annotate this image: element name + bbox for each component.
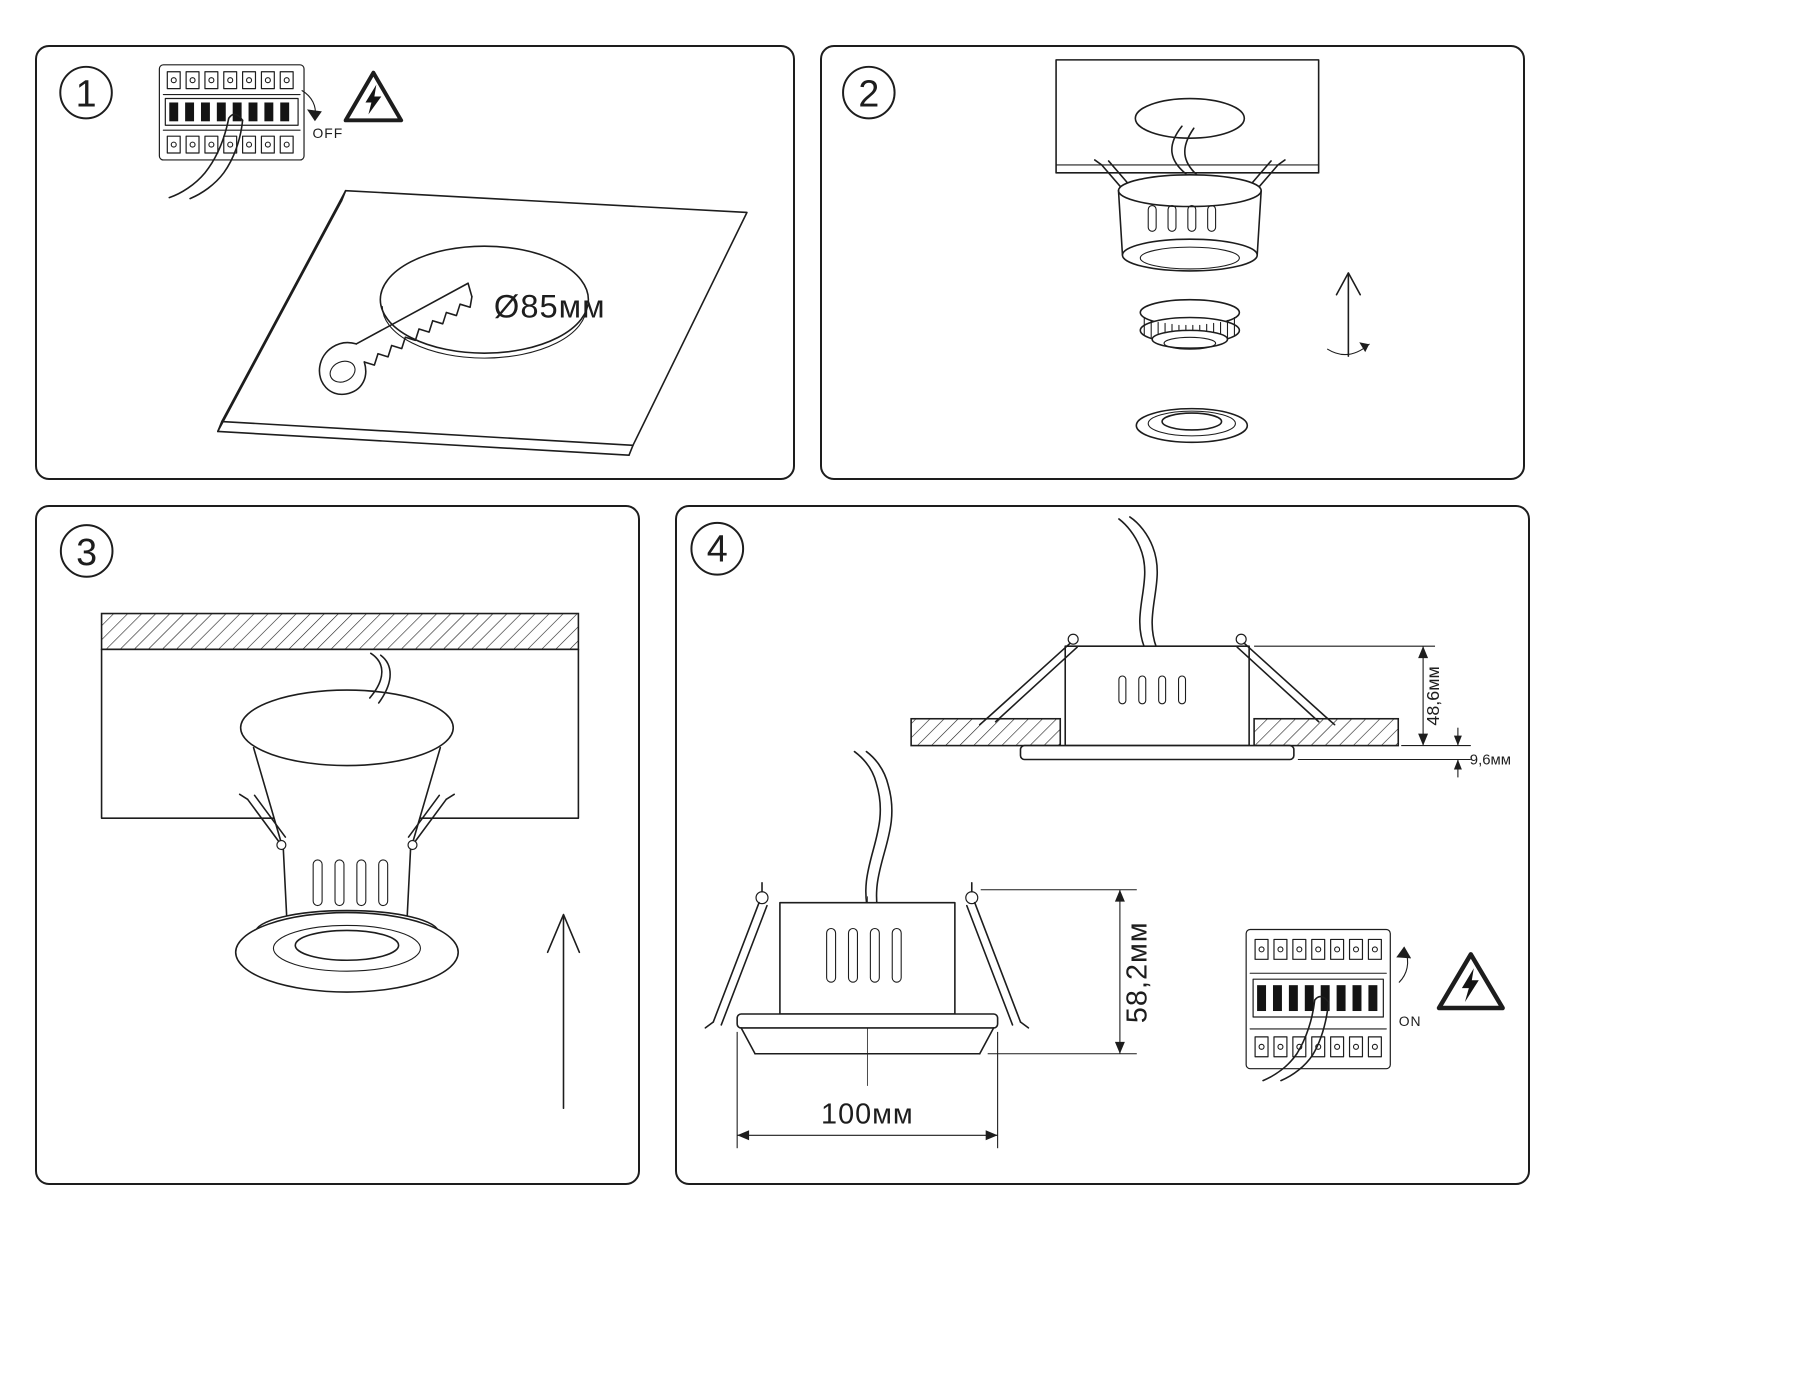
on-label: ON (1399, 1013, 1422, 1029)
step-number-badge: 2 (842, 65, 896, 120)
step-1-illustration: 1 (59, 64, 748, 457)
electrical-hazard-icon (343, 70, 404, 123)
switch-off-arrow-icon (301, 90, 322, 122)
step-4-illustration: 4 (690, 516, 1511, 1149)
supply-wire (1118, 516, 1158, 649)
fixture-flange (736, 1013, 999, 1029)
supply-wire (368, 652, 391, 704)
dimension-fixture-height: 58,2мм (980, 889, 1154, 1055)
cutout-hole (379, 245, 590, 359)
trim-skirt (740, 1027, 995, 1055)
step-number-badge: 1 (59, 65, 113, 120)
step-2-illustration: 2 (842, 59, 1370, 444)
breaker-toggles (164, 97, 299, 126)
spring-clip-right (1251, 159, 1286, 188)
ceiling-cross-section (100, 612, 580, 819)
breaker-toggles (1252, 978, 1384, 1018)
supply-wire (1171, 125, 1198, 176)
installed-side-view: 48,6мм 9,6мм (910, 516, 1511, 778)
supply-wire (853, 750, 893, 920)
vent-slots (312, 859, 389, 907)
spring-clip-left (1093, 159, 1129, 188)
step-3-illustration: 3 (59, 524, 581, 1110)
breaker-bottom-terminals (166, 135, 294, 154)
downlight-housing (1093, 159, 1286, 272)
electrical-hazard-icon (1436, 952, 1505, 1011)
breaker-top-terminals (1254, 938, 1382, 960)
step-number: 2 (858, 73, 879, 115)
fixture-body (779, 901, 956, 1015)
step-number-badge: 3 (59, 524, 114, 578)
pointing-hand-icon (168, 113, 244, 200)
off-label: OFF (312, 125, 343, 141)
panel-step-4: 4 (675, 505, 1530, 1185)
fixture-top (239, 689, 455, 767)
dimension-fixture-width: 100мм (736, 1031, 999, 1149)
gx53-lamp-icon (1139, 298, 1241, 350)
push-up-twist-arrow-icon (1327, 272, 1370, 357)
spring-clip-left (238, 793, 287, 851)
trim-ring (234, 911, 459, 993)
fixture-height-label: 58,2мм (1122, 921, 1154, 1023)
circuit-breaker-icon (158, 64, 305, 161)
spring-clip-right (407, 793, 456, 851)
recess-depth-label: 48,6мм (1423, 666, 1443, 725)
panel-step-3: 3 (35, 505, 640, 1185)
vent-slots (826, 927, 902, 983)
ceiling-section (1055, 59, 1320, 176)
ceiling-slab-left (910, 717, 1062, 747)
circuit-breaker-icon (1245, 928, 1391, 1070)
panel-step-2: 2 (820, 45, 1525, 480)
breaker-bottom-terminals (1254, 1036, 1382, 1058)
insert-direction-arrow-icon (546, 913, 581, 1110)
ceiling-hole (1134, 97, 1246, 139)
step-number-badge: 4 (690, 521, 745, 576)
vent-slots (1118, 675, 1187, 705)
panel-step-1: 1 (35, 45, 795, 480)
step-number: 1 (76, 73, 97, 115)
spring-clip-right (1235, 633, 1336, 726)
step-number: 3 (76, 531, 97, 573)
hand-saw-icon (318, 282, 473, 396)
dimension-recess-depth: 48,6мм (1254, 645, 1471, 761)
trim-ring-icon (1135, 407, 1249, 444)
downlight-fixture (234, 652, 459, 993)
ceiling-tile (217, 189, 748, 457)
dimension-trim-protrusion: 9,6мм (1453, 727, 1511, 778)
trim-protrusion-label: 9,6мм (1470, 752, 1511, 768)
switch-on-arrow-icon (1396, 946, 1412, 983)
fixture-body (1064, 645, 1250, 747)
breaker-top-terminals (166, 71, 294, 90)
ceiling-slab-right (1253, 717, 1400, 747)
pointing-hand-icon (1262, 995, 1330, 1082)
spring-clip-left (704, 881, 769, 1029)
cutout-diameter-label: Ø85мм (494, 287, 606, 324)
step-number: 4 (707, 529, 728, 571)
fixture-width-label: 100мм (821, 1098, 914, 1130)
vent-slots (1147, 204, 1217, 232)
spring-clip-right (965, 881, 1030, 1029)
spring-clip-left (978, 633, 1079, 726)
fixture-dimension-view: 58,2мм 100мм (704, 750, 1154, 1149)
trim-ring (1019, 744, 1295, 761)
